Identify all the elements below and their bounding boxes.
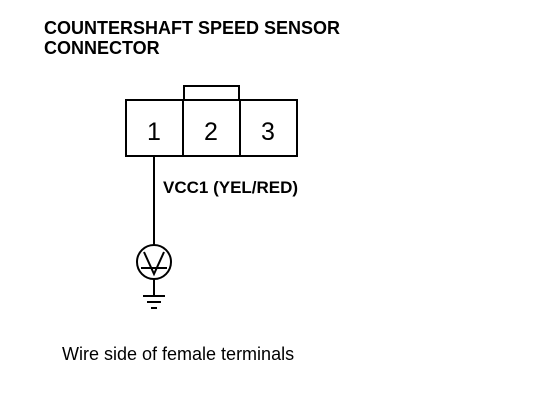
diagram-title: COUNTERSHAFT SPEED SENSOR CONNECTOR (44, 18, 340, 58)
connector-key-tab (183, 85, 240, 101)
wire-label: VCC1 (YEL/RED) (163, 178, 298, 197)
pin-1-label: 1 (147, 118, 161, 146)
voltmeter-icon (136, 244, 172, 280)
diagram-caption: Wire side of female terminals (62, 344, 295, 364)
title-line-2: CONNECTOR (44, 38, 160, 58)
pin-2-label: 2 (204, 118, 218, 146)
pin-3-label: 3 (261, 118, 275, 146)
title-line-1: COUNTERSHAFT SPEED SENSOR (44, 18, 341, 38)
connector-pin-3-cavity (239, 99, 298, 157)
ground-icon (143, 279, 165, 309)
